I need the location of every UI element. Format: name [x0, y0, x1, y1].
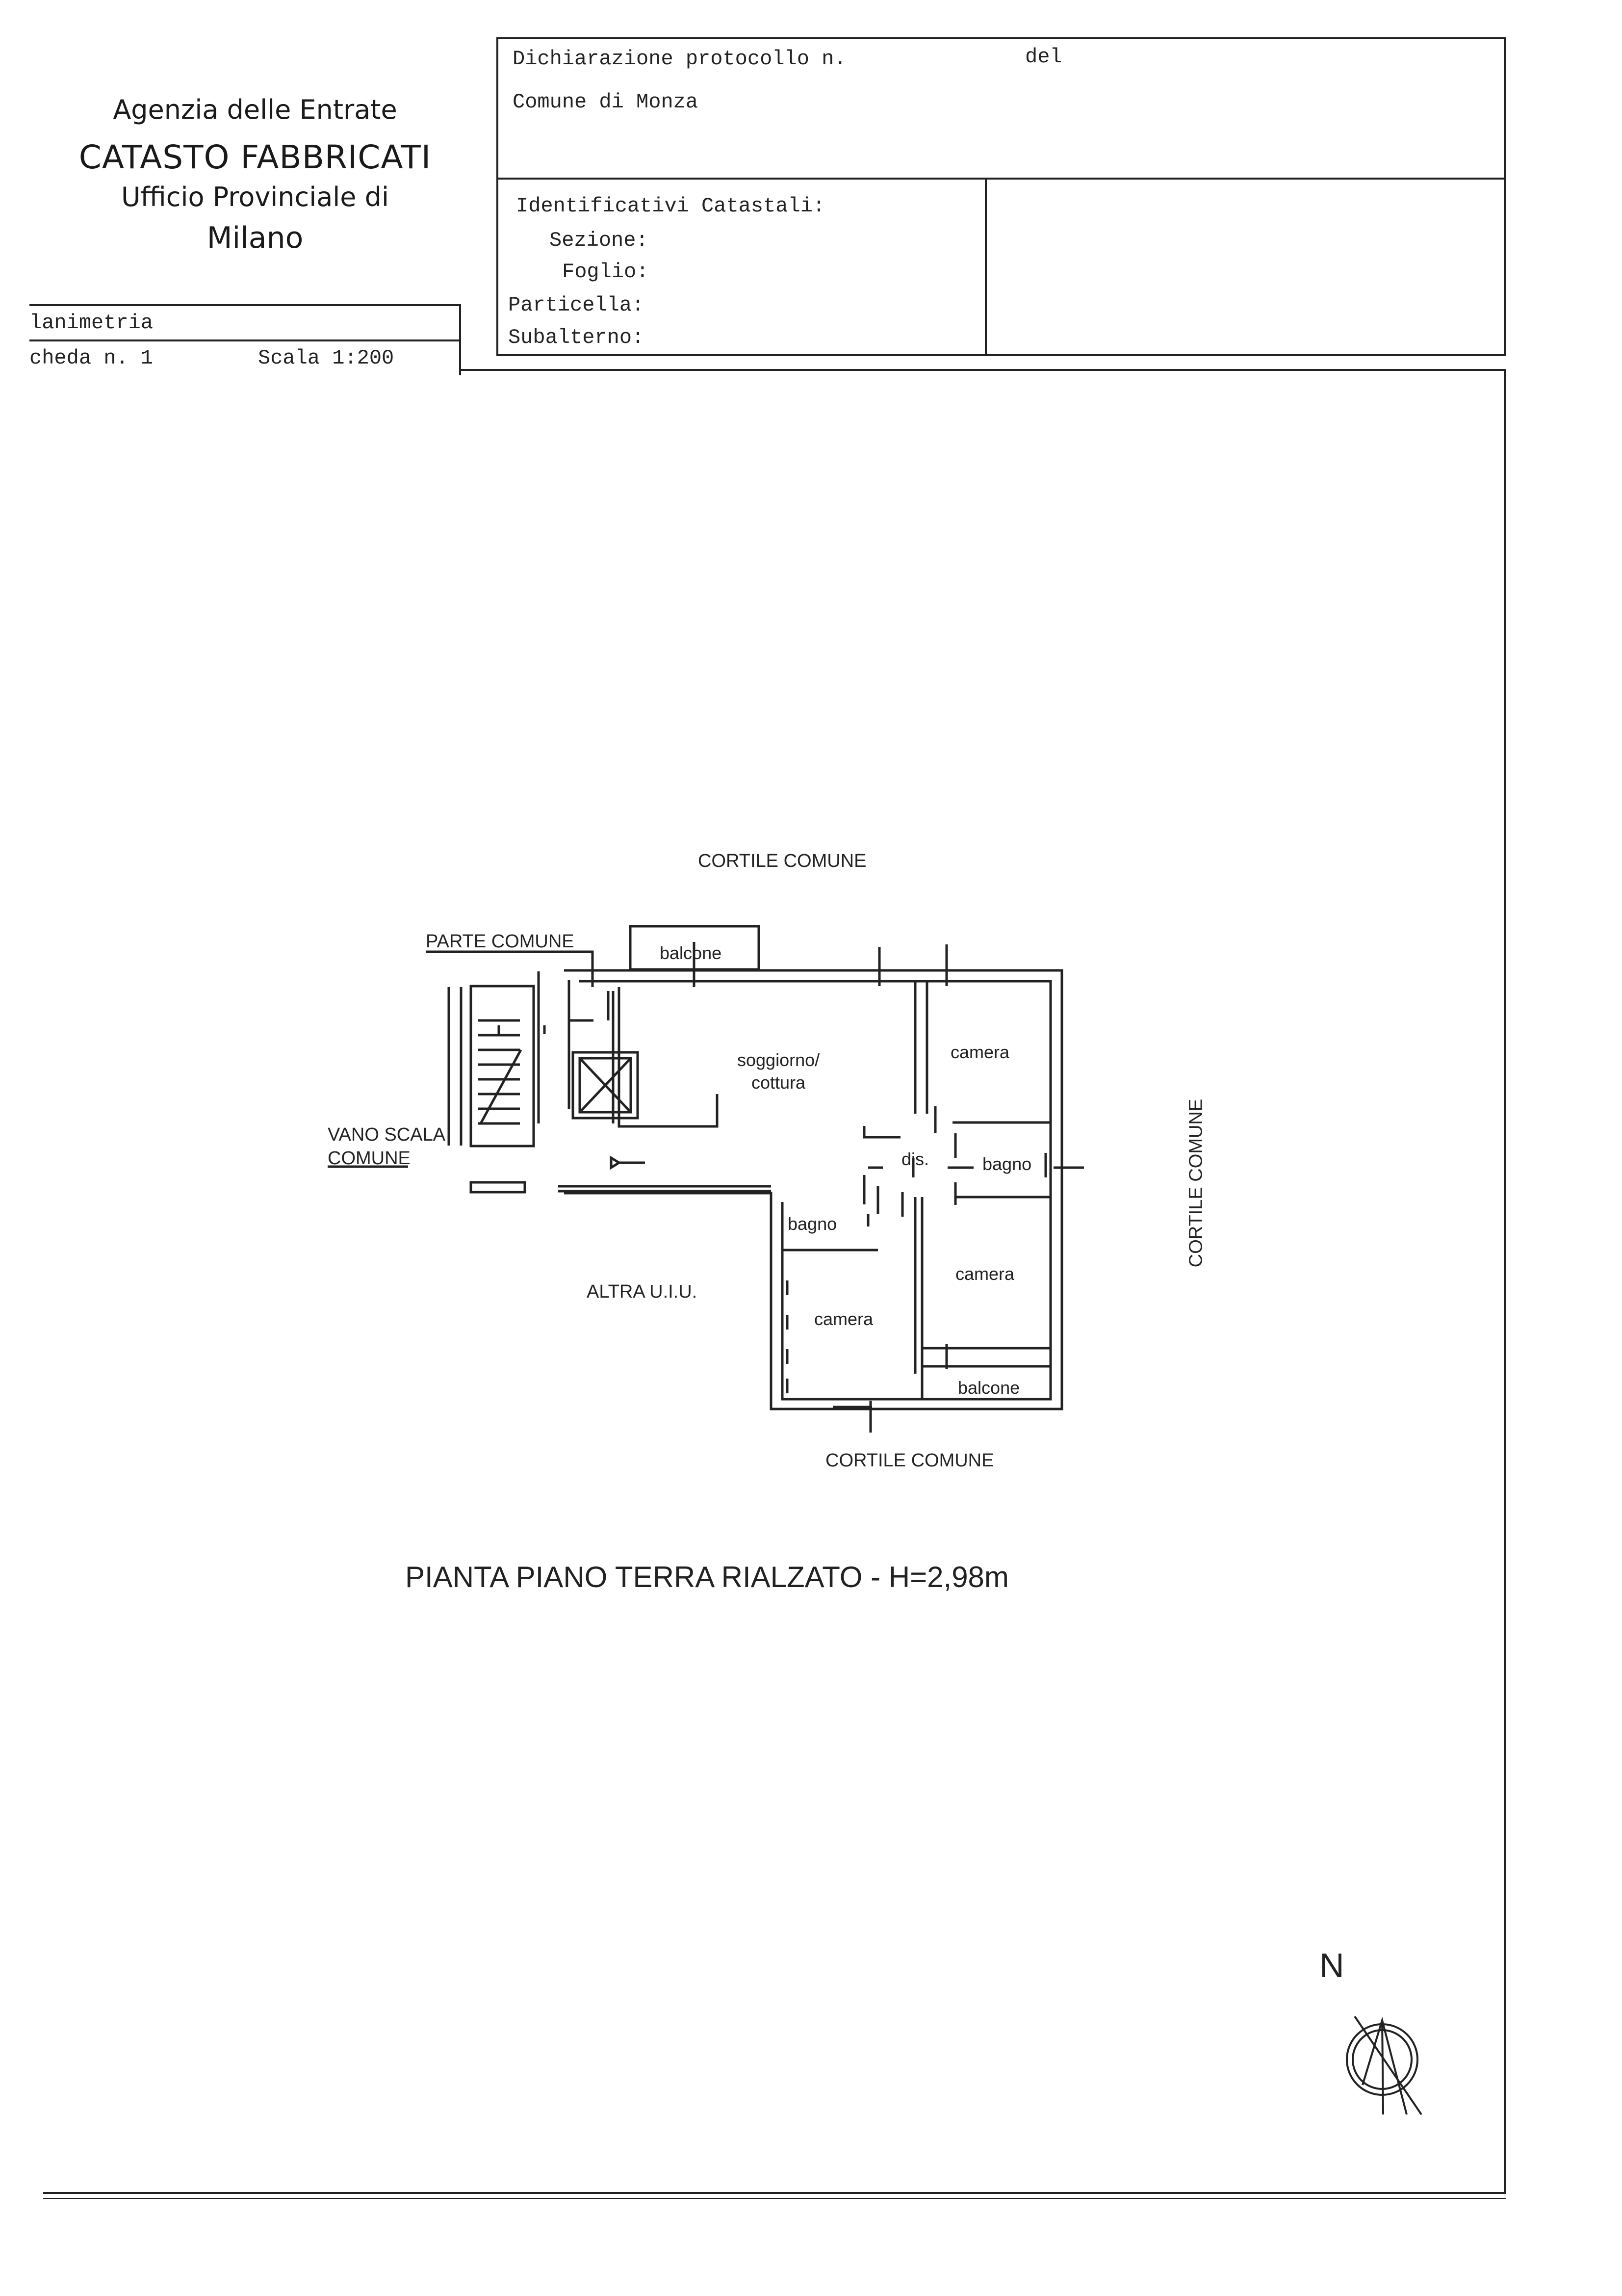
door-marks — [693, 942, 1084, 1433]
frame-top — [461, 369, 1506, 371]
room-balcone-top: balcone — [660, 943, 722, 963]
protocollo-label: Dichiarazione protocollo n. — [513, 47, 847, 71]
frame-bottom — [43, 2192, 1506, 2194]
cortile-comune-bottom: CORTILE COMUNE — [825, 1450, 994, 1471]
room-dis: dis. — [901, 1149, 929, 1169]
plan-title: PIANTA PIANO TERRA RIALZATO - H=2,98m — [405, 1561, 1009, 1593]
decl-box-left — [496, 37, 498, 356]
north-arrow-icon — [1346, 2015, 1422, 2115]
soggiorno-wall-left — [618, 987, 719, 1128]
common-wall-left — [447, 987, 463, 1146]
subalterno-label: Subalterno: — [508, 326, 644, 349]
info-table-right — [459, 304, 461, 375]
elevator-box — [571, 1051, 639, 1120]
camera-right-walls — [914, 1197, 1051, 1374]
north-label: N — [1319, 1946, 1344, 1984]
frame-bottom-2 — [43, 2198, 1506, 2199]
corridor-wall — [469, 1181, 771, 1194]
room-bagno-right: bagno — [982, 1154, 1032, 1174]
particella-label: Particella: — [508, 293, 644, 317]
comune-label: Comune di Monza — [513, 90, 698, 114]
scala-label: Scala 1:200 — [258, 346, 394, 370]
decl-box-divider — [985, 178, 987, 356]
room-camera-right: camera — [955, 1264, 1015, 1284]
decl-box-right — [1504, 37, 1506, 356]
apartment-outer-wall — [564, 969, 1063, 1410]
cortile-comune-top: CORTILE COMUNE — [698, 851, 867, 871]
frame-right — [1504, 369, 1506, 2194]
room-camera-top: camera — [951, 1042, 1010, 1062]
sezione-label: Sezione: — [549, 229, 648, 252]
parte-comune-label: PARTE COMUNE — [426, 931, 574, 952]
planimetria-label: lanimetria — [29, 311, 154, 335]
room-bagno-left: bagno — [788, 1214, 837, 1234]
elevator-cross — [579, 1057, 632, 1113]
del-label: del — [1025, 45, 1062, 69]
parte-comune-walls — [537, 971, 615, 1123]
bagno-left-walls — [782, 1175, 879, 1252]
scheda-label: cheda n. 1 — [29, 346, 154, 370]
stair-box — [469, 985, 535, 1148]
info-table-top — [29, 304, 461, 306]
altra-uiu-label: ALTRA U.I.U. — [587, 1281, 697, 1302]
decl-box-bottom — [496, 354, 1506, 356]
stair-arrows — [497, 1025, 546, 1034]
cortile-comune-right: CORTILE COMUNE — [1185, 1098, 1207, 1268]
room-camera-left: camera — [814, 1309, 874, 1329]
vano-scala-label: VANO SCALA — [328, 1124, 446, 1145]
identificativi-title: Identificativi Catastali: — [516, 194, 825, 218]
apartment-outer-wall-inner — [579, 980, 1052, 1401]
info-table-mid — [29, 339, 461, 341]
foglio-label: Foglio: — [562, 260, 649, 284]
catasto-title: CATASTO FABBRICATI — [78, 138, 432, 176]
ufficio-label: Ufficio Provinciale di — [121, 182, 389, 212]
room-soggiorno: soggiorno/ — [737, 1050, 820, 1070]
decl-box-mid — [496, 178, 1506, 180]
room-balcone-bottom: balcone — [958, 1378, 1020, 1398]
city-label: Milano — [206, 221, 304, 255]
elevator-inner — [578, 1057, 632, 1114]
dis-walls — [863, 1121, 1051, 1205]
agency-name: Agenzia delle Entrate — [113, 94, 397, 125]
vano-scala-label-2: COMUNE — [328, 1148, 411, 1169]
stair-steps — [478, 1019, 522, 1125]
soggiorno-camera-wall — [914, 981, 928, 1114]
room-soggiorno-2: cottura — [751, 1072, 806, 1093]
entrance-arrow — [610, 1155, 645, 1170]
decl-box-top — [496, 37, 1506, 39]
parte-comune-underline — [426, 950, 594, 987]
